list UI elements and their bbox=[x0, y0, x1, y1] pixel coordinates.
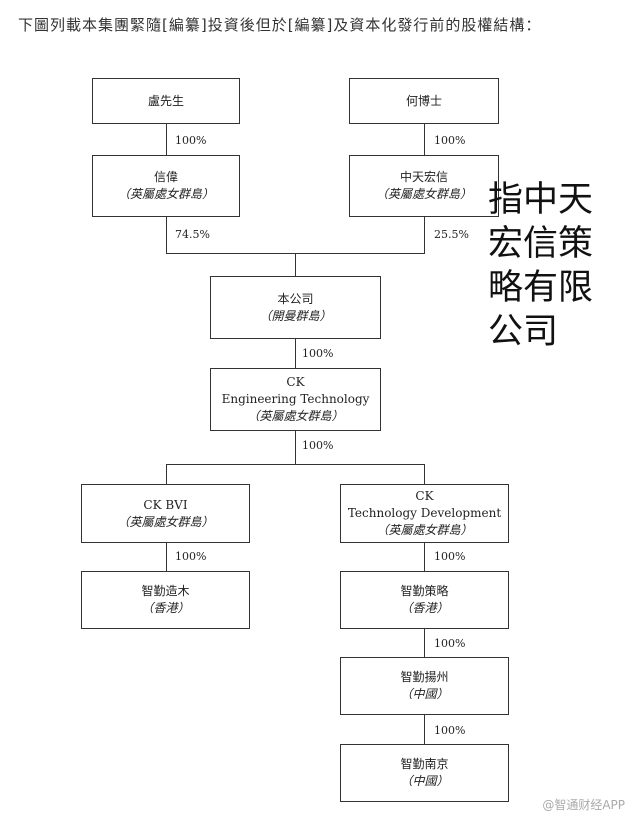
connector-mid-horizontal bbox=[166, 464, 425, 465]
annotation-note: 指中天 宏信策 略有限 公司 bbox=[488, 180, 594, 352]
node-ck-engineering-line2: Engineering Technology bbox=[221, 392, 370, 406]
pct-celue-yangzhou: 100% bbox=[434, 637, 466, 650]
pct-lu-xinwei: 100% bbox=[175, 134, 207, 147]
node-dr-he-name: 何博士 bbox=[405, 93, 442, 108]
node-ck-technology-line2: Technology Development bbox=[347, 506, 502, 520]
node-zhongtian: 中天宏信 （英屬處女群島） bbox=[349, 155, 499, 217]
pct-cktech-celue: 100% bbox=[434, 550, 466, 563]
node-ck-technology-jurisdiction: （英屬處女群島） bbox=[376, 523, 473, 537]
node-zhiqin-celue-jurisdiction: （香港） bbox=[400, 601, 449, 615]
page-title: 下圖列載本集團緊隨[編纂]投資後但於[編纂]及資本化發行前的股權結構： bbox=[18, 16, 542, 34]
node-company-jurisdiction: （開曼群島） bbox=[259, 308, 332, 323]
connector-zhongtian-down bbox=[424, 216, 425, 254]
node-company: 本公司 （開曼群島） bbox=[210, 276, 381, 339]
node-company-name: 本公司 bbox=[277, 291, 314, 306]
node-mr-lu-name: 盧先生 bbox=[147, 93, 184, 108]
node-ck-engineering-jurisdiction: （英屬處女群島） bbox=[247, 409, 344, 423]
pct-yangzhou-nanjing: 100% bbox=[434, 724, 466, 737]
node-ck-bvi-jurisdiction: （英屬處女群島） bbox=[117, 514, 214, 529]
pct-he-zhongtian: 100% bbox=[434, 134, 466, 147]
node-zhiqin-yangzhou-jurisdiction: （中國） bbox=[400, 687, 449, 701]
node-zhongtian-jurisdiction: （英屬處女群島） bbox=[375, 187, 472, 201]
node-zhiqin-nanjing-name: 智勤南京 bbox=[400, 757, 449, 771]
node-ck-bvi-name: CK BVI bbox=[143, 497, 188, 512]
node-zhiqin-nanjing-jurisdiction: （中國） bbox=[400, 774, 449, 788]
node-ck-engineering: CK Engineering Technology （英屬處女群島） bbox=[210, 368, 381, 431]
connector-celue-yangzhou bbox=[424, 628, 425, 658]
node-ck-technology-line1: CK bbox=[415, 489, 434, 503]
connector-cktech-celue bbox=[424, 542, 425, 572]
connector-to-cktech bbox=[424, 464, 425, 485]
node-mr-lu: 盧先生 bbox=[92, 78, 240, 124]
connector-xinwei-down bbox=[166, 216, 167, 254]
connector-ckbvi-zaomu bbox=[166, 542, 167, 572]
connector-company-ckeng bbox=[295, 338, 296, 369]
node-zhiqin-yangzhou: 智勤揚州 （中國） bbox=[340, 657, 509, 715]
pct-xinwei-company: 74.5% bbox=[175, 228, 210, 241]
node-zhiqin-nanjing: 智勤南京 （中國） bbox=[340, 744, 509, 802]
node-xinwei-jurisdiction: （英屬處女群島） bbox=[117, 187, 214, 201]
pct-company-ckeng: 100% bbox=[302, 347, 334, 360]
node-xinwei-name: 信偉 bbox=[153, 170, 178, 184]
node-dr-he: 何博士 bbox=[349, 78, 499, 124]
connector-he-zhongtian bbox=[424, 123, 425, 156]
node-zhiqin-zaomu-name: 智勤造木 bbox=[141, 584, 190, 598]
node-xinwei: 信偉 （英屬處女群島） bbox=[92, 155, 240, 217]
connector-yangzhou-nanjing bbox=[424, 714, 425, 745]
node-zhiqin-zaomu-jurisdiction: （香港） bbox=[141, 601, 190, 615]
node-ck-engineering-line1: CK bbox=[286, 375, 305, 389]
pct-ckeng-children: 100% bbox=[302, 439, 334, 452]
node-ck-technology: CK Technology Development （英屬處女群島） bbox=[340, 484, 509, 543]
node-zhiqin-celue-name: 智勤策略 bbox=[400, 584, 449, 598]
pct-ckbvi-zaomu: 100% bbox=[175, 550, 207, 563]
pct-zhongtian-company: 25.5% bbox=[434, 228, 469, 241]
node-ck-bvi: CK BVI （英屬處女群島） bbox=[81, 484, 250, 543]
watermark: @智通财经APP bbox=[542, 798, 625, 812]
node-zhiqin-yangzhou-name: 智勤揚州 bbox=[400, 670, 449, 684]
node-zhiqin-celue: 智勤策略 （香港） bbox=[340, 571, 509, 629]
connector-lu-xinwei bbox=[166, 123, 167, 156]
connector-to-ckbvi bbox=[166, 464, 167, 485]
node-zhongtian-name: 中天宏信 bbox=[399, 170, 448, 184]
connector-ckeng-down bbox=[295, 430, 296, 464]
node-zhiqin-zaomu: 智勤造木 （香港） bbox=[81, 571, 250, 629]
connector-to-company bbox=[295, 253, 296, 277]
